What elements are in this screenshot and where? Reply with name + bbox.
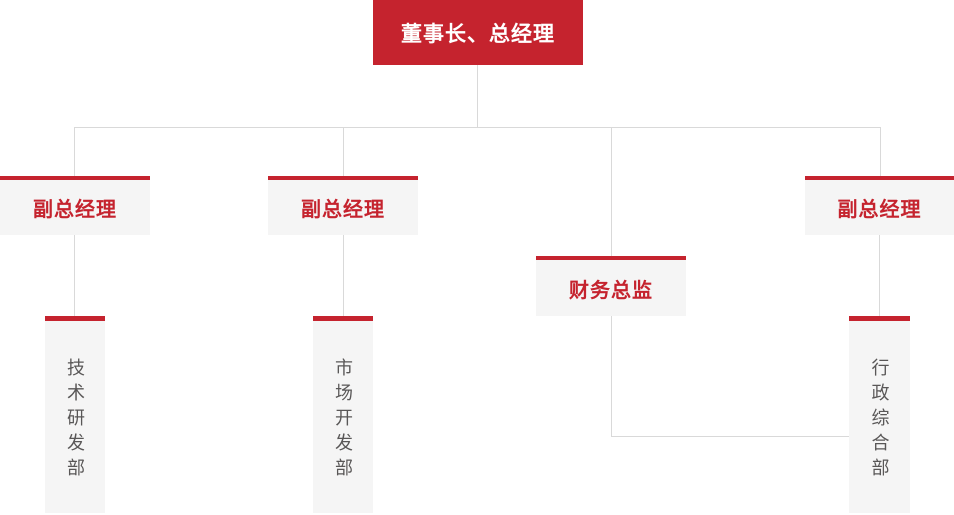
connector-drop-vp-mid bbox=[343, 127, 344, 176]
connector-root-drop bbox=[477, 65, 478, 127]
connector-drop-cfo bbox=[611, 127, 612, 256]
node-label: 副总经理 bbox=[33, 199, 117, 221]
node-label: 董事长、总经理 bbox=[401, 22, 555, 46]
node-dept-market-dev: 市场开发部 bbox=[313, 316, 373, 513]
node-label: 财务总监 bbox=[569, 279, 653, 302]
node-dept-tech-rd: 技术研发部 bbox=[45, 316, 105, 513]
connector-drop-vp-left bbox=[74, 127, 75, 176]
connector-cfo-elbow-vertical bbox=[611, 316, 612, 436]
connector-vp-mid-to-dept-market bbox=[343, 235, 344, 316]
node-label: 副总经理 bbox=[301, 199, 385, 221]
node-finance-director: 财务总监 bbox=[536, 256, 686, 316]
node-label: 行政综合部 bbox=[869, 358, 890, 483]
connector-vp-left-to-dept-tech bbox=[74, 235, 75, 316]
connector-cfo-elbow-horizontal bbox=[611, 436, 849, 437]
node-deputy-gm-left: 副总经理 bbox=[0, 176, 150, 235]
node-label: 技术研发部 bbox=[65, 358, 85, 483]
node-chairman-general-manager: 董事长、总经理 bbox=[373, 0, 583, 65]
node-dept-admin-general: 行政综合部 bbox=[849, 316, 910, 513]
node-label: 副总经理 bbox=[837, 199, 922, 221]
connector-vp-right-to-dept-admin bbox=[879, 235, 880, 316]
node-deputy-gm-right: 副总经理 bbox=[805, 176, 954, 235]
node-label: 市场开发部 bbox=[333, 358, 353, 483]
connector-drop-vp-right bbox=[880, 127, 881, 176]
node-deputy-gm-mid: 副总经理 bbox=[268, 176, 418, 235]
connector-level2-rail bbox=[74, 127, 880, 128]
